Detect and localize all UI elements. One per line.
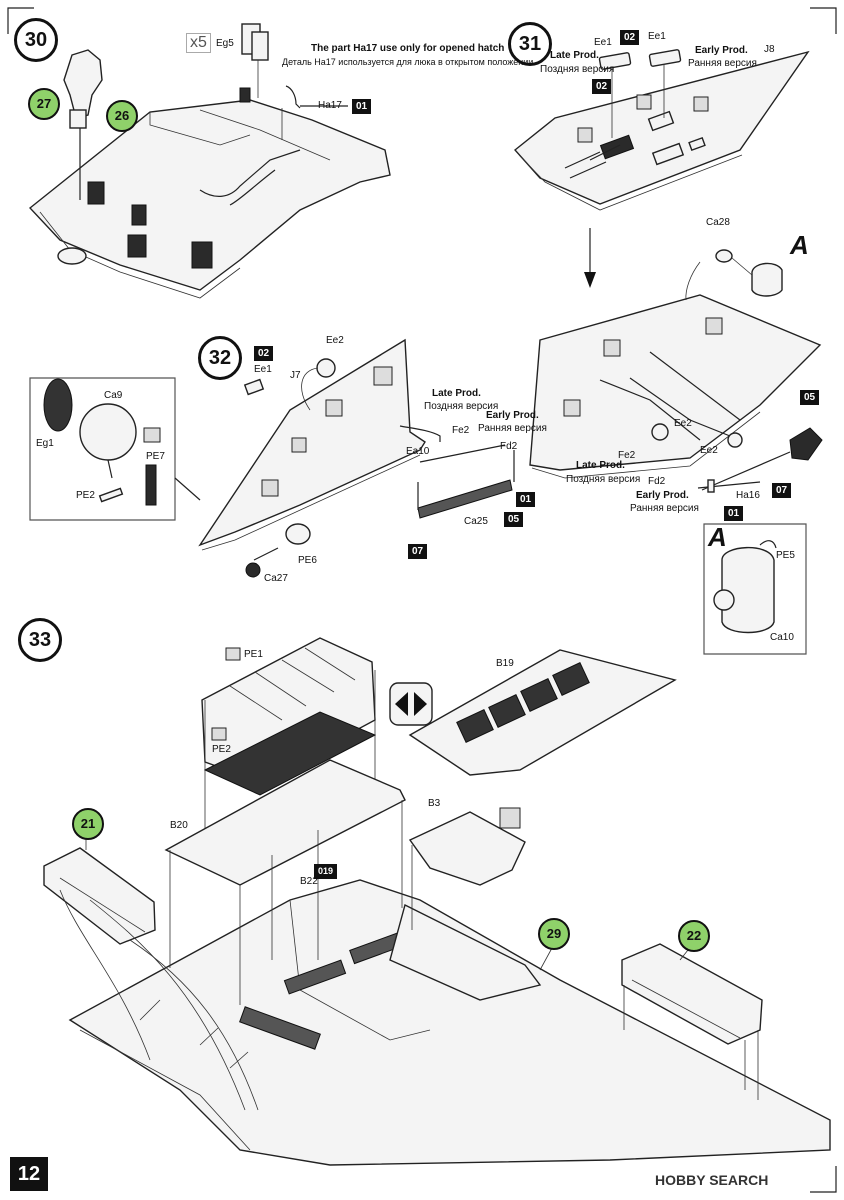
callout-21: 21	[72, 808, 104, 840]
detail-a-marker: A	[790, 230, 809, 260]
callout-22: 22	[678, 920, 710, 952]
label-j8: J8	[764, 44, 775, 55]
late-prod-en-step32: Late Prod.	[432, 388, 481, 399]
late-prod-ru: Поздняя версия	[540, 64, 615, 75]
label-ca25: Ca25	[464, 516, 488, 527]
early-prod-en-step32: Early Prod.	[486, 410, 539, 421]
frame-02-step32: 02	[254, 346, 274, 361]
ha17-note-ru: Деталь Ha17 используется для люка в откр…	[282, 57, 534, 67]
label-pe2-step33: PE2	[212, 744, 231, 755]
label-fe2-step32: Fe2	[452, 425, 470, 436]
label-eg5: Eg5	[216, 38, 234, 49]
callout-29: 29	[538, 918, 570, 950]
label-ee1-early: Ee1	[648, 31, 666, 42]
label-fe2-step31: Fe2	[618, 450, 636, 461]
early-prod-en: Early Prod.	[695, 45, 748, 56]
label-ca9: Ca9	[104, 390, 123, 401]
late-prod-en-2: Late Prod.	[576, 460, 625, 471]
late-prod-ru-step32: Поздняя версия	[424, 401, 499, 412]
frame-05-step32: 05	[504, 512, 524, 527]
step-31-number: 31	[508, 22, 552, 66]
frame-07-step31: 07	[772, 483, 792, 498]
callout-27: 27	[28, 88, 60, 120]
label-ca27: Ca27	[264, 573, 288, 584]
label-ee2-b: Ee2	[700, 445, 718, 456]
label-fd2-step31: Fd2	[648, 476, 666, 487]
label-ha17: Ha17	[318, 100, 342, 111]
frame-05-step31: 05	[800, 390, 820, 405]
page-number: 12	[10, 1157, 48, 1191]
label-fd2-step32: Fd2	[500, 441, 518, 452]
step-32-number: 32	[198, 336, 242, 380]
step30-drawing	[28, 23, 391, 299]
label-ee1-late: Ee1	[594, 37, 612, 48]
label-pe1: PE1	[244, 649, 263, 660]
watermark: HOBBY SEARCH	[655, 1172, 769, 1188]
label-b20: B20	[170, 820, 188, 831]
detail-a-title: A	[708, 522, 727, 552]
label-ee2-a: Ee2	[674, 418, 692, 429]
label-ca28: Ca28	[706, 217, 730, 228]
early-prod-ru: Ранняя версия	[688, 58, 757, 69]
label-b19: B19	[496, 658, 514, 669]
step-33-number: 33	[18, 618, 62, 662]
label-pe7: PE7	[146, 451, 165, 462]
label-ee1-step32: Ee1	[254, 364, 272, 375]
label-j7: J7	[290, 370, 301, 381]
label-ee2-step32: Ee2	[326, 335, 344, 346]
frame-01-step32: 01	[516, 492, 536, 507]
label-b3: B3	[428, 798, 441, 809]
eg5-multiplier: x5	[186, 33, 211, 53]
early-prod-ru-2: Ранняя версия	[630, 503, 699, 514]
late-prod-en: Late Prod.	[550, 50, 599, 61]
label-ea10: Ea10	[406, 446, 430, 457]
early-prod-ru-step32: Ранняя версия	[478, 423, 547, 434]
label-b22: B22	[300, 876, 318, 887]
frame-01-step31: 01	[724, 506, 744, 521]
step31-drawing	[513, 49, 823, 655]
frame-01-step30: 01	[352, 99, 372, 114]
frame-07-step32: 07	[408, 544, 428, 559]
step33-drawing	[43, 637, 831, 1166]
early-prod-en-2: Early Prod.	[636, 490, 689, 501]
label-ha16: Ha16	[736, 490, 760, 501]
frame-02-step31-top: 02	[620, 30, 640, 45]
step-30-number: 30	[14, 18, 58, 62]
label-ca10: Ca10	[770, 632, 794, 643]
label-eg1: Eg1	[36, 438, 54, 449]
label-pe5: PE5	[776, 550, 795, 561]
late-prod-ru-2: Поздняя версия	[566, 474, 641, 485]
frame-02-step31-left: 02	[592, 79, 612, 94]
step32-drawing	[29, 338, 515, 578]
callout-26: 26	[106, 100, 138, 132]
label-pe2-step32: PE2	[76, 490, 95, 501]
label-pe6: PE6	[298, 555, 317, 566]
ha17-note-en: The part Ha17 use only for opened hatch	[311, 43, 505, 54]
frame-019: 019	[314, 864, 338, 879]
